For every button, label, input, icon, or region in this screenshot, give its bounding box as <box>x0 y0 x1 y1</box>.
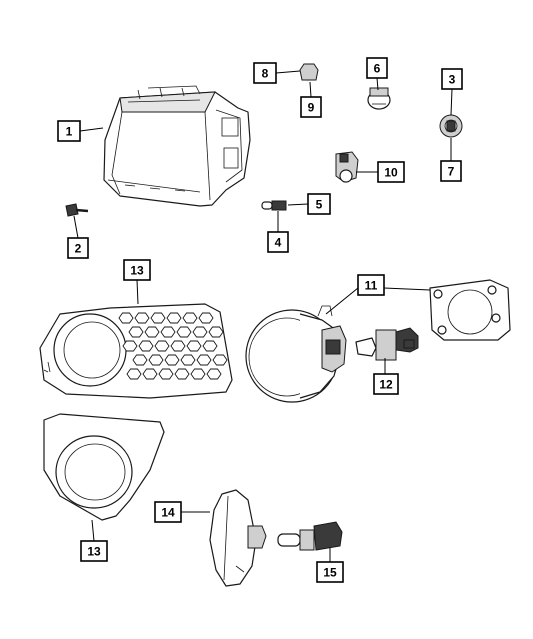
marker-bulb <box>277 521 343 551</box>
grille-cell <box>142 368 158 380</box>
svg-text:4: 4 <box>275 236 282 250</box>
callout-15: 15 <box>316 561 344 583</box>
grille-cell <box>138 340 154 352</box>
callout-13-top: 13 <box>123 259 151 281</box>
grille-cell <box>148 354 164 366</box>
fog-bulb <box>355 327 419 361</box>
callout-4: 4 <box>267 231 289 253</box>
grille-cell <box>150 312 166 324</box>
grille-cell <box>206 368 222 380</box>
svg-text:12: 12 <box>379 378 393 392</box>
callout-2: 2 <box>67 237 89 259</box>
grille-cell <box>182 312 198 324</box>
svg-text:9: 9 <box>308 101 315 115</box>
svg-text:7: 7 <box>448 165 455 179</box>
grille-cell <box>208 326 224 338</box>
callout-6: 6 <box>366 57 388 79</box>
callout-3: 3 <box>441 68 463 90</box>
svg-text:1: 1 <box>66 125 73 139</box>
bulb-socket-round <box>439 114 463 138</box>
side-marker-lamp <box>209 489 267 587</box>
small-bulb-socket <box>299 63 319 81</box>
fog-lamp-assembly <box>245 305 347 403</box>
callout-11: 11 <box>357 274 385 296</box>
grille-cell <box>190 368 206 380</box>
grille-cell <box>118 312 134 324</box>
svg-text:5: 5 <box>316 198 323 212</box>
grille-cell <box>174 368 190 380</box>
callout-13-bottom: 13 <box>80 540 108 562</box>
svg-text:11: 11 <box>365 279 378 293</box>
grille-cell <box>212 354 228 366</box>
grille-cell <box>160 326 176 338</box>
callout-10: 10 <box>377 161 405 183</box>
callout-12: 12 <box>373 373 399 395</box>
callout-7: 7 <box>440 160 462 182</box>
grille-cell <box>202 340 218 352</box>
callout-1: 1 <box>57 120 81 142</box>
grille-cell <box>144 326 160 338</box>
connector-socket <box>335 151 359 183</box>
bulb-socket <box>367 87 391 110</box>
grille-cell <box>158 368 174 380</box>
grille-cell <box>132 354 148 366</box>
grille-cell <box>176 326 192 338</box>
svg-text:10: 10 <box>384 166 398 180</box>
svg-text:13: 13 <box>130 264 144 278</box>
grille-cell <box>196 354 212 366</box>
grille-cell <box>154 340 170 352</box>
svg-text:8: 8 <box>262 67 269 81</box>
svg-text:3: 3 <box>449 73 456 87</box>
grille-cell <box>166 312 182 324</box>
honeycomb-grille <box>118 312 228 380</box>
leader-lines <box>73 70 453 562</box>
fog-bezel-grille <box>39 303 233 399</box>
grille-cell <box>170 340 186 352</box>
callout-8: 8 <box>253 62 277 84</box>
svg-text:13: 13 <box>87 545 101 559</box>
grille-cell <box>122 340 138 352</box>
fog-bezel-plain <box>43 413 165 521</box>
grille-cell <box>180 354 196 366</box>
grille-cell <box>134 312 150 324</box>
headlamp-assembly <box>103 85 251 207</box>
callout-5: 5 <box>307 193 331 215</box>
svg-text:15: 15 <box>323 566 337 580</box>
grille-cell <box>128 326 144 338</box>
grille-cell <box>164 354 180 366</box>
screw <box>65 203 89 217</box>
svg-text:2: 2 <box>75 242 82 256</box>
grille-cell <box>186 340 202 352</box>
mounting-bracket <box>429 279 511 341</box>
grille-cell <box>126 368 142 380</box>
svg-text:14: 14 <box>161 506 175 520</box>
wedge-bulb <box>261 200 287 211</box>
svg-text:6: 6 <box>374 62 381 76</box>
callout-9: 9 <box>300 96 322 118</box>
callout-14: 14 <box>154 501 182 523</box>
grille-cell <box>192 326 208 338</box>
grille-cell <box>198 312 214 324</box>
